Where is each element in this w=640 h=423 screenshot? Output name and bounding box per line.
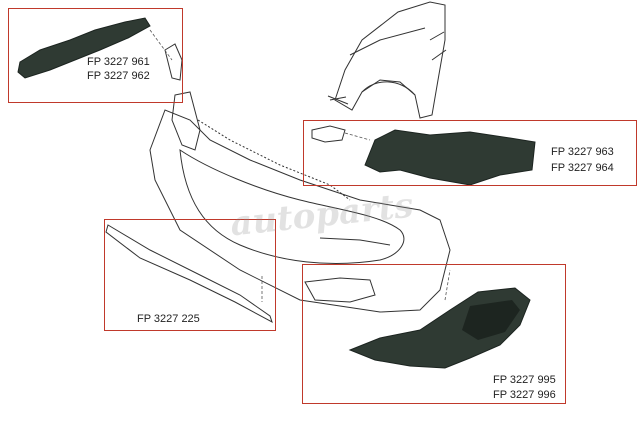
callout-fog-grille: FP 3227 995 FP 3227 996 — [302, 264, 566, 404]
part-number: FP 3227 961 — [87, 56, 150, 68]
bracket-upper-left-part — [17, 17, 183, 81]
leader-lines — [149, 29, 451, 302]
part-number: FP 3227 964 — [551, 162, 614, 174]
callout-upper-left: FP 3227 961 FP 3227 962 — [8, 8, 183, 103]
part-number: FP 3227 995 — [493, 374, 556, 386]
part-number: FP 3227 225 — [137, 313, 200, 325]
bumper-outline — [149, 91, 451, 313]
callout-side-bracket: FP 3227 963 FP 3227 964 — [303, 120, 637, 186]
fender-outline — [327, 1, 447, 119]
part-number: FP 3227 962 — [87, 70, 150, 82]
part-number: FP 3227 996 — [493, 389, 556, 401]
callout-reinforcement-strip: FP 3227 225 — [104, 219, 276, 331]
reinforcement-strip — [105, 224, 273, 324]
bracket-side-part — [311, 125, 536, 186]
fog-grille-part — [348, 287, 531, 369]
part-number: FP 3227 963 — [551, 146, 614, 158]
